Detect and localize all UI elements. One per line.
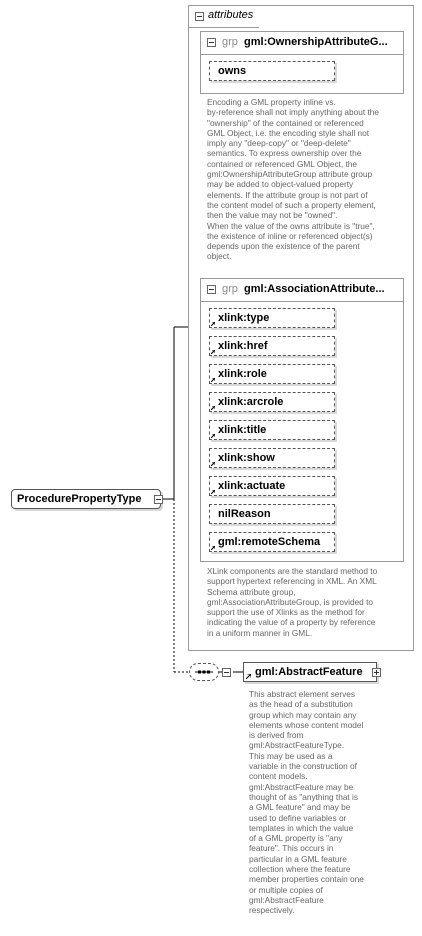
- doc-line: semantics. To express ownership over the: [207, 148, 362, 159]
- doc-line: used to define variables or: [249, 812, 347, 823]
- doc-line: gml:AbstractFeature: [249, 894, 324, 905]
- ownership-group-doc: Encoding a GML property inline vs. by-re…: [207, 97, 407, 262]
- reference-arrow-icon: [211, 322, 215, 326]
- doc-line: imply any "deep-copy" or "deep-delete": [207, 138, 351, 149]
- root-element-label: ProcedurePropertyType: [17, 493, 142, 505]
- expand-element-icon[interactable]: [372, 668, 381, 677]
- association-group-doc: XLink components are the standard method…: [207, 566, 407, 638]
- doc-line: as the head of a substitution: [249, 699, 353, 710]
- doc-line: elements. If the attribute group is not …: [207, 189, 368, 200]
- doc-line: feature". This occurs in: [249, 843, 334, 854]
- doc-line: This may be used as a: [249, 750, 333, 761]
- attribute-xlink-arcrole[interactable]: xlink:arcrole: [209, 392, 335, 412]
- association-group-header: grp gml:AssociationAttribute...: [222, 283, 385, 295]
- sequence-icon: [195, 670, 213, 674]
- attribute-label: owns: [218, 65, 247, 77]
- doc-line: content models.: [249, 771, 308, 782]
- doc-line: by-reference shall not imply anything ab…: [207, 107, 380, 118]
- doc-line: gml:AbstractFeatureType.: [249, 740, 344, 751]
- attribute-label: xlink:arcrole: [218, 396, 284, 408]
- doc-line: group which may contain any: [249, 709, 357, 720]
- doc-line: depends upon the existence of the parent: [207, 241, 360, 252]
- doc-line: thought of as "anything that is: [249, 791, 359, 802]
- doc-line: GML Object, i.e. the encoding style shal…: [207, 127, 370, 138]
- attribute-xlink-type[interactable]: xlink:type: [209, 308, 335, 328]
- attribute-xlink-role[interactable]: xlink:role: [209, 364, 335, 384]
- doc-line: of a GML property is "any: [249, 833, 343, 844]
- collapse-sequence-icon[interactable]: [222, 668, 231, 677]
- sequence-compositor[interactable]: [189, 663, 219, 681]
- association-group-divider: [201, 301, 403, 302]
- element-abstract-feature[interactable]: gml:AbstractFeature: [243, 662, 377, 682]
- collapse-ownership-group-icon[interactable]: [207, 38, 216, 47]
- doc-line: "ownership" of the contained or referenc…: [207, 117, 364, 128]
- attribute-xlink-href[interactable]: xlink:href: [209, 336, 335, 356]
- attribute-label: xlink:title: [218, 424, 267, 436]
- doc-line: XLink components are the standard method…: [207, 566, 378, 576]
- attribute-xlink-title[interactable]: xlink:title: [209, 420, 335, 440]
- attribute-label: xlink:href: [218, 340, 268, 352]
- root-element[interactable]: ProcedurePropertyType: [11, 489, 161, 509]
- doc-line: respectively.: [249, 905, 295, 916]
- reference-arrow-icon: [211, 434, 215, 438]
- attribute-nilreason[interactable]: nilReason: [209, 504, 335, 524]
- reference-arrow-icon: [211, 350, 215, 354]
- doc-line: support the use of Xlinks as the method …: [207, 607, 365, 618]
- reference-arrow-icon: [211, 546, 215, 550]
- attribute-gml-remoteschema[interactable]: gml:remoteSchema: [209, 532, 335, 552]
- doc-line: When the value of the owns attribute is …: [207, 220, 375, 231]
- doc-line: gml:OwnershipAttributeGroup attribute gr…: [207, 169, 373, 180]
- attributes-title: attributes: [208, 9, 254, 21]
- doc-line: contained or referenced GML Object, the: [207, 158, 358, 169]
- attribute-label: xlink:role: [218, 368, 267, 380]
- doc-line: the content model of such a property ele…: [207, 199, 376, 210]
- element-label: gml:AbstractFeature: [255, 666, 363, 678]
- association-group-prefix: grp: [222, 283, 238, 295]
- attributes-title-divider: [189, 27, 259, 28]
- doc-line: gml:AssociationAttributeGroup, is provid…: [207, 596, 374, 607]
- collapse-association-group-icon[interactable]: [207, 285, 216, 294]
- doc-line: then the value may not be "owned".: [207, 210, 338, 221]
- doc-line: Schema attribute group,: [207, 586, 296, 597]
- collapse-attributes-icon[interactable]: [195, 12, 204, 21]
- reference-arrow-icon: [211, 490, 215, 494]
- reference-arrow-icon: [211, 378, 215, 382]
- doc-line: elements whose content model: [249, 719, 364, 730]
- attribute-label: gml:remoteSchema: [218, 536, 321, 548]
- reference-arrow-icon: [211, 462, 215, 466]
- doc-line: This abstract element serves: [249, 689, 356, 699]
- ownership-group-header: grp gml:OwnershipAttributeG...: [222, 36, 388, 48]
- attribute-label: xlink:type: [218, 312, 270, 324]
- element-doc: This abstract element serves as the head…: [249, 689, 409, 916]
- collapse-root-icon[interactable]: [154, 495, 163, 504]
- ownership-group-name: gml:OwnershipAttributeG...: [244, 36, 388, 48]
- doc-line: templates in which the value: [249, 822, 354, 833]
- doc-line: support hypertext referencing in XML. An…: [207, 576, 377, 587]
- attribute-label: xlink:show: [218, 452, 275, 464]
- doc-line: collection where the feature: [249, 864, 351, 875]
- doc-line: a GML feature" and may be: [249, 802, 351, 813]
- doc-line: variable in the construction of: [249, 761, 357, 772]
- reference-arrow-icon: [246, 674, 251, 679]
- doc-line: gml:AbstractFeature may be: [249, 781, 354, 792]
- attribute-label: xlink:actuate: [218, 480, 286, 492]
- attribute-xlink-actuate[interactable]: xlink:actuate: [209, 476, 335, 496]
- association-group-name: gml:AssociationAttribute...: [244, 283, 385, 295]
- doc-line: may be added to object-valued property: [207, 179, 354, 190]
- doc-line: member properties contain one: [249, 874, 364, 885]
- reference-arrow-icon: [211, 406, 215, 410]
- attribute-xlink-show[interactable]: xlink:show: [209, 448, 335, 468]
- doc-line: Encoding a GML property inline vs.: [207, 97, 336, 107]
- attribute-label: nilReason: [218, 508, 271, 520]
- doc-line: is derived from: [249, 730, 304, 741]
- ownership-group-prefix: grp: [222, 36, 238, 48]
- doc-line: particular in a GML feature: [249, 853, 347, 864]
- doc-line: indicating the value of a property by re…: [207, 617, 376, 628]
- doc-line: in a uniform manner in GML.: [207, 627, 313, 638]
- doc-line: the existence of inline or referenced ob…: [207, 230, 373, 241]
- ownership-group-divider: [201, 54, 403, 55]
- doc-line: or multiple copies of: [249, 884, 323, 895]
- doc-line: object.: [207, 251, 232, 262]
- attribute-owns[interactable]: owns: [209, 61, 335, 81]
